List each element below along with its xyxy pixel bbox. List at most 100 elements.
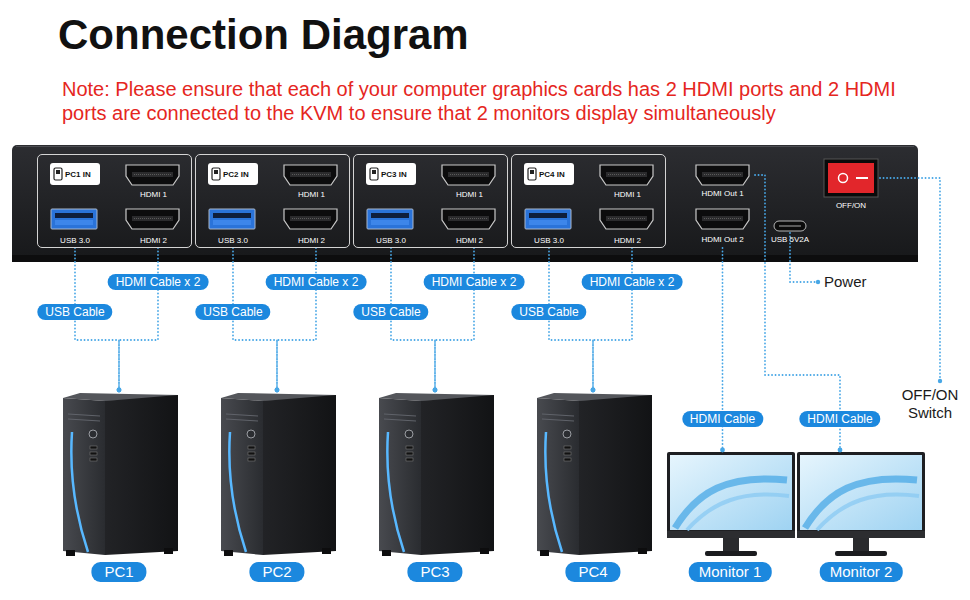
- type-c-tongue: [779, 225, 801, 227]
- cable-end-dot: [117, 388, 122, 393]
- cable-label: USB Cable: [511, 304, 586, 320]
- cable-label-holder: USB Cable: [195, 302, 270, 320]
- switch-off-mark: [839, 174, 848, 183]
- cable-end-dot: [720, 448, 725, 453]
- input-label-holder: PC3 IN: [381, 170, 407, 180]
- cable-label: HDMI Cable: [799, 411, 880, 427]
- cable-label-holder: USB Cable: [37, 302, 112, 320]
- input-port-group: PC1 INHDMI 1USB 3.0HDMI 2: [37, 154, 192, 248]
- cable-label-holder: HDMI Cable: [682, 409, 763, 427]
- computer-label: PC2: [249, 562, 304, 582]
- port-label-holder: HDMI Out 2: [701, 235, 743, 245]
- cable-label-holder: USB Cable: [353, 302, 428, 320]
- cable-end-dot: [591, 388, 596, 393]
- input-label: PC1 IN: [65, 170, 91, 180]
- computer-label-holder: PC1: [91, 562, 146, 582]
- port-label-holder: HDMI 2: [298, 236, 325, 246]
- port-label: HDMI 1: [298, 190, 325, 200]
- callout-label: OFF/ON Switch: [897, 386, 963, 422]
- port-label: USB 5V2A: [771, 235, 809, 245]
- cable-end-dot: [433, 388, 438, 393]
- note-text-holder: Note: Please ensure that each of your co…: [62, 77, 912, 125]
- monitor-label: Monitor 1: [689, 562, 772, 582]
- monitor: Monitor 2: [795, 450, 927, 585]
- switch-rocker: [828, 163, 874, 193]
- hdmi-port: [284, 165, 337, 185]
- monitor: Monitor 1: [665, 450, 795, 585]
- port-label-holder: HDMI Out 1: [701, 189, 743, 199]
- cable-label: USB Cable: [353, 304, 428, 320]
- hdmi-port: [600, 209, 653, 229]
- switch-label: OFF/ON: [836, 201, 866, 211]
- input-label: PC2 IN: [223, 170, 249, 180]
- cable-end-dot: [117, 388, 122, 393]
- port-label-holder: HDMI 1: [456, 190, 483, 200]
- panel-highlight: [16, 146, 914, 147]
- leader-dot: [816, 280, 820, 284]
- cable-label: HDMI Cable x 2: [582, 274, 683, 290]
- computer: PC2: [216, 390, 338, 585]
- monitor-label-holder: Monitor 1: [689, 562, 772, 582]
- cable-end-dot: [433, 388, 438, 393]
- switch-leader: [880, 178, 940, 379]
- port-label-holder: USB 5V2A: [771, 235, 809, 245]
- cable-end-dot: [591, 388, 596, 393]
- usb-port: [367, 209, 413, 229]
- input-badge: [524, 163, 574, 185]
- cable-label: HDMI Cable: [682, 411, 763, 427]
- output-port: HDMI Out 1: [690, 160, 755, 202]
- computer: PC3: [374, 390, 496, 585]
- cable-label-holder: HDMI Cable x 2: [424, 272, 525, 290]
- pc-tower: [379, 393, 494, 556]
- switch-on-mark: [856, 177, 868, 179]
- cable-label: HDMI Cable x 2: [266, 274, 367, 290]
- port-label: HDMI Out 1: [701, 189, 743, 199]
- cable-line: [119, 248, 158, 390]
- usb-port: [525, 209, 571, 229]
- pc-tower: [537, 393, 652, 556]
- hdmi-port: [284, 209, 337, 229]
- cable-label-holder: USB Cable: [511, 302, 586, 320]
- port-label: HDMI 1: [614, 190, 641, 200]
- input-port-group: PC3 IN HDMI 1 USB 3.0 HDMI 2: [353, 154, 508, 248]
- port-label-holder: USB 3.0: [376, 236, 406, 246]
- computer: PC4: [532, 390, 654, 585]
- port-label-holder: HDMI 1: [298, 190, 325, 200]
- input-port-group: PC4 INHDMI 1USB 3.0HDMI 2: [511, 154, 666, 248]
- computer-label: PC4: [565, 562, 620, 582]
- hdmi-port: [696, 165, 749, 185]
- hdmi-port: [442, 165, 495, 185]
- hdmi-port: [600, 165, 653, 185]
- input-port-group: PC2 INHDMI 1USB 3.0HDMI 2: [195, 154, 350, 248]
- port-label: HDMI 2: [614, 236, 641, 246]
- cable-label: HDMI Cable x 2: [424, 274, 525, 290]
- cable-label-holder: HDMI Cable x 2: [108, 272, 209, 290]
- cable-label: USB Cable: [195, 304, 270, 320]
- panel-lip: [12, 255, 918, 262]
- input-label-holder: PC4 IN: [539, 170, 565, 180]
- input-label: PC4 IN: [539, 170, 565, 180]
- monitor-picture: [797, 452, 925, 556]
- monitor-label: Monitor 2: [820, 562, 903, 582]
- input-badge: [208, 163, 258, 185]
- kvm-panel: [12, 145, 918, 262]
- pc-tower: [221, 393, 336, 556]
- computer-label-holder: PC3: [407, 562, 462, 582]
- cable-end-dot: [275, 388, 280, 393]
- input-label: PC3 IN: [381, 170, 407, 180]
- port-label-holder: HDMI 1: [140, 190, 167, 200]
- computer-label: PC3: [407, 562, 462, 582]
- port-label: HDMI 2: [298, 236, 325, 246]
- port-label-holder: HDMI 2: [456, 236, 483, 246]
- hdmi-port: [126, 209, 179, 229]
- note-text: Note: Please ensure that each of your co…: [62, 77, 912, 125]
- cable-end-dot: [275, 388, 280, 393]
- input-badge: [50, 163, 100, 185]
- pc-tower: [63, 393, 178, 556]
- port-label: HDMI 1: [456, 190, 483, 200]
- callout-label-holder: Power: [824, 273, 867, 291]
- port-label: USB 3.0: [376, 236, 406, 246]
- monitor-picture: [667, 452, 795, 556]
- input-label-holder: PC2 IN: [223, 170, 249, 180]
- port-label: HDMI 1: [140, 190, 167, 200]
